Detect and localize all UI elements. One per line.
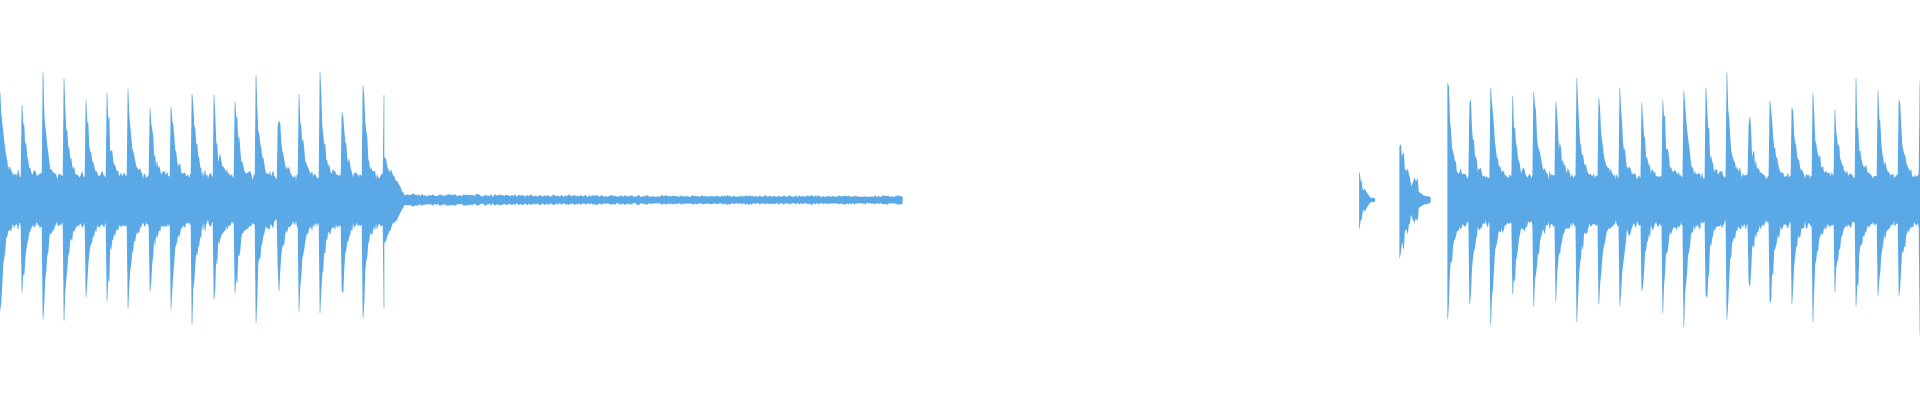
waveform-segment-fade-tail <box>383 155 903 244</box>
waveform-segment-main-loop <box>1447 72 1920 335</box>
waveform-segment-small-hit <box>1399 143 1431 258</box>
waveform-segment-intro-loop <box>0 72 385 325</box>
waveform-segments <box>0 72 1920 335</box>
waveform-segment-blip <box>1359 172 1375 229</box>
